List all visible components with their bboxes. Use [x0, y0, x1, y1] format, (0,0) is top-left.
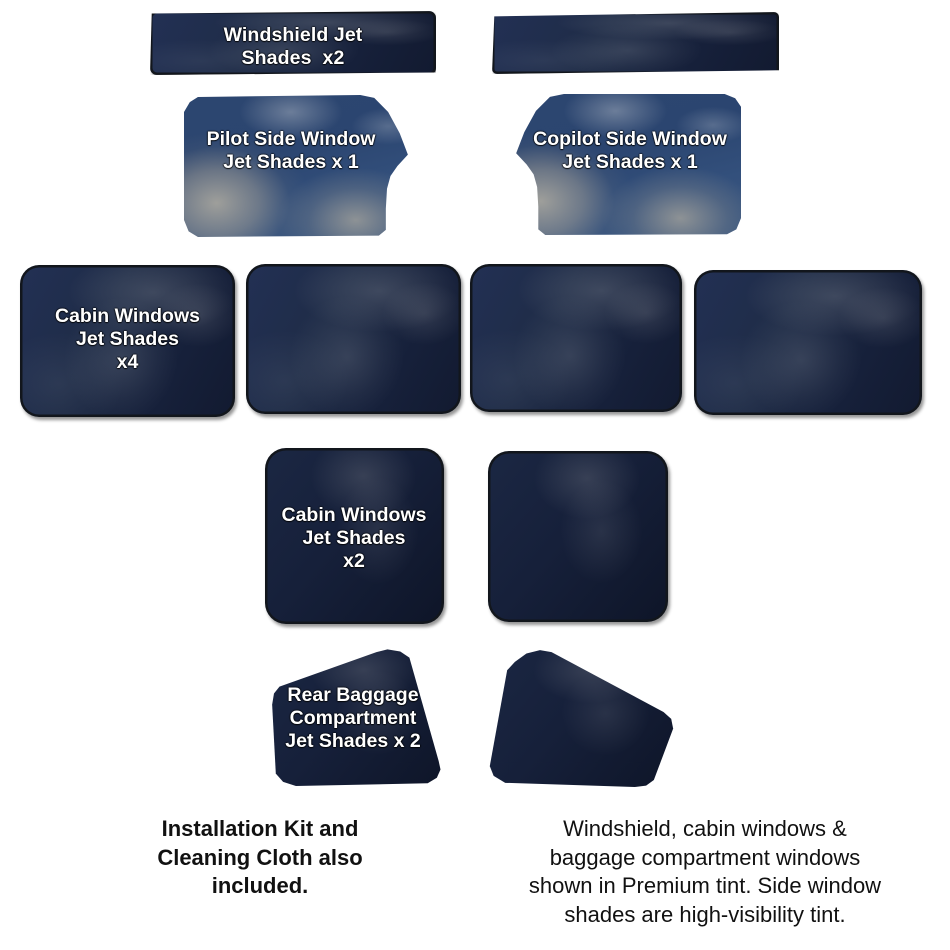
cabin-shade-2[interactable]: [246, 264, 461, 414]
installation-kit-note: Installation Kit and Cleaning Cloth also…: [157, 816, 363, 899]
cabin-shade-3[interactable]: [470, 264, 682, 412]
pilot-side-window-shade[interactable]: [184, 95, 408, 237]
cabin-shade-1[interactable]: [20, 265, 235, 417]
windshield-shade-left[interactable]: [150, 11, 436, 75]
tint-disclaimer-note: Windshield, cabin windows & baggage comp…: [528, 816, 882, 927]
cabin-tall-shade-1[interactable]: [265, 448, 444, 624]
baggage-shade-left[interactable]: [272, 649, 441, 786]
copilot-side-window-shade[interactable]: [516, 94, 741, 235]
windshield-shade-right[interactable]: [492, 12, 779, 74]
cabin-shade-4[interactable]: [694, 270, 922, 415]
cabin-tall-shade-2[interactable]: [488, 451, 668, 622]
baggage-shade-right[interactable]: [489, 650, 674, 787]
